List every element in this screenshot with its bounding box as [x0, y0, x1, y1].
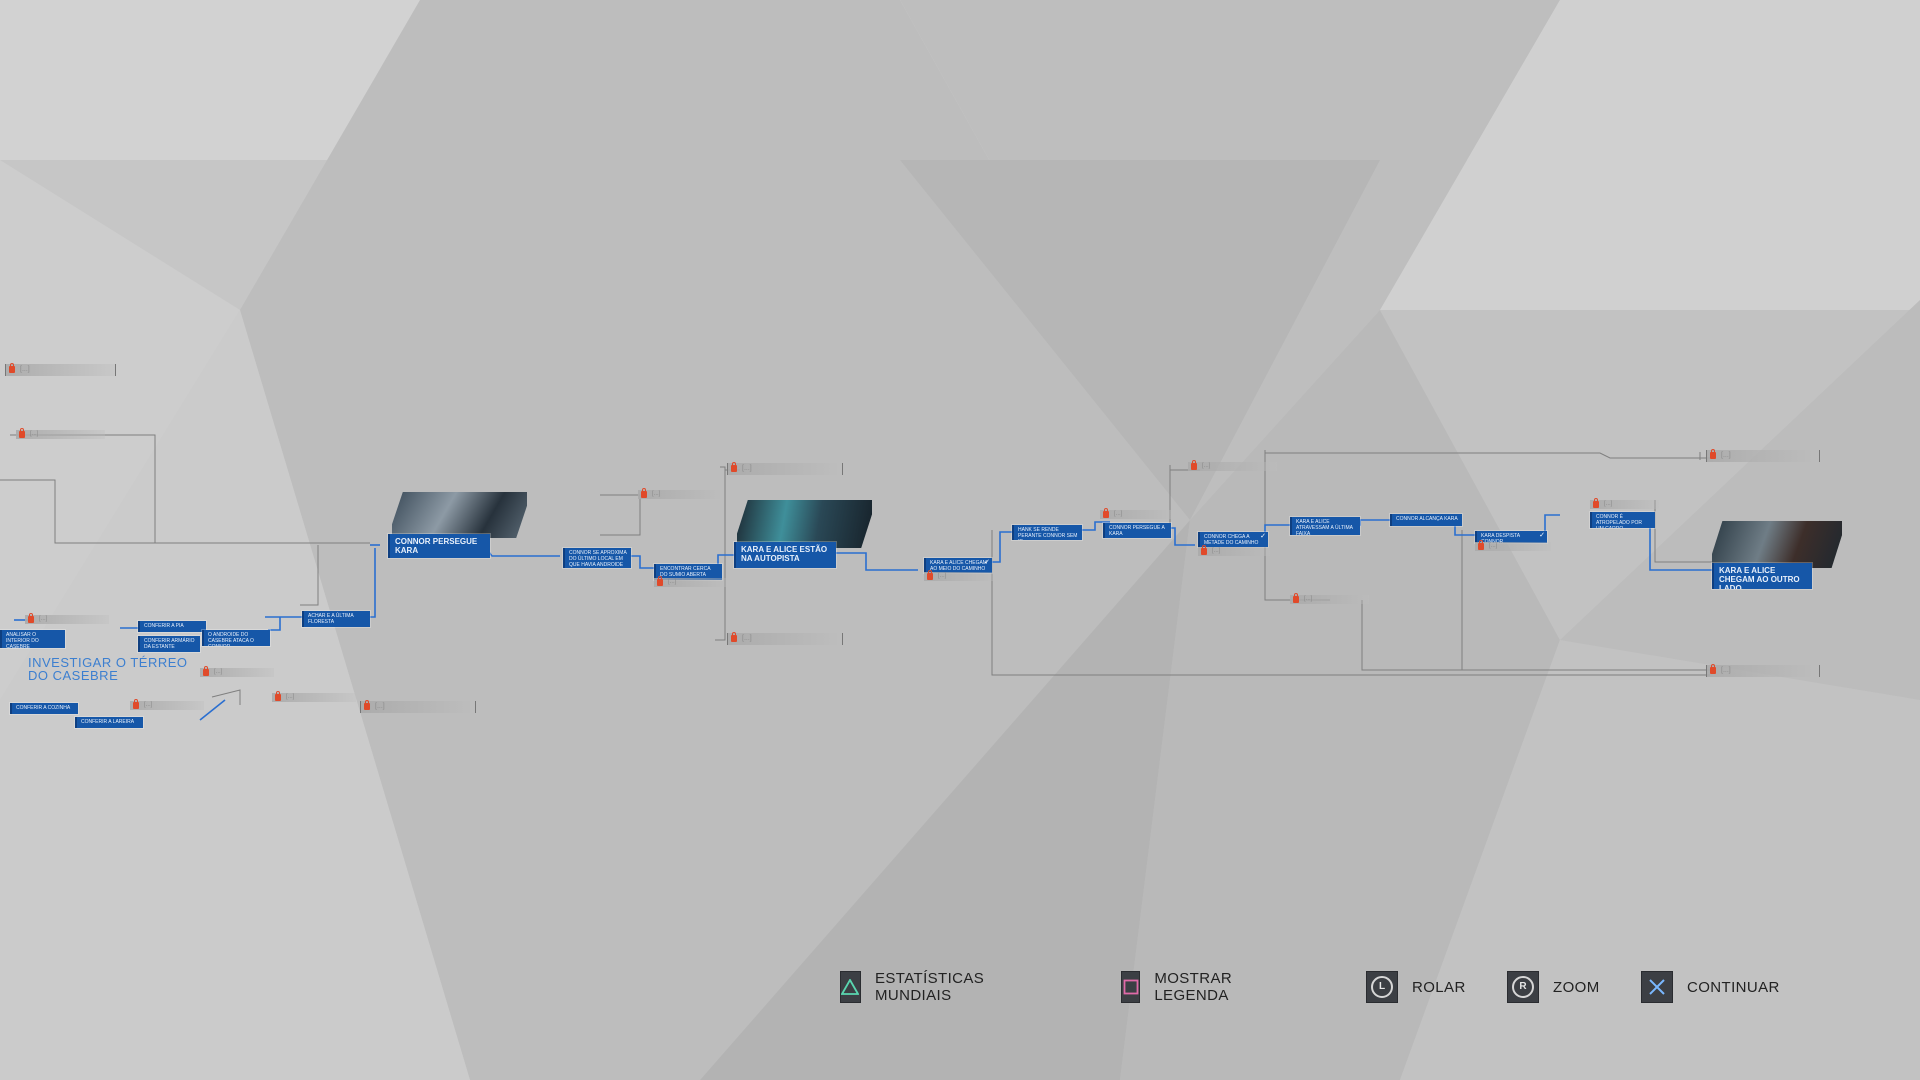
zoom-button[interactable]: R ZOOM	[1507, 970, 1600, 1004]
lock-icon	[1293, 593, 1299, 603]
locked-node[interactable]: [...]	[1706, 664, 1820, 677]
lock-icon	[19, 428, 25, 438]
continue-button[interactable]: CONTINUAR	[1641, 970, 1780, 1004]
lock-icon	[731, 462, 737, 472]
locked-node[interactable]: [...]	[654, 576, 728, 587]
flow-node[interactable]: CONFERIR ARMÁRIO DA ESTANTE	[138, 636, 200, 652]
locked-node[interactable]: [...]	[1100, 508, 1174, 519]
lock-icon	[731, 632, 737, 642]
lock-icon	[657, 576, 663, 586]
lock-icon	[28, 613, 34, 623]
checkmark-icon: ✓	[1539, 532, 1545, 539]
locked-node[interactable]: [...]	[5, 363, 116, 376]
lock-icon	[133, 699, 139, 709]
square-icon	[1121, 971, 1141, 1003]
chapter-thumbnail	[1712, 521, 1842, 568]
current-objective: INVESTIGAR O TÉRREO DO CASEBRE	[28, 655, 188, 683]
lock-icon	[275, 691, 281, 701]
chapter-thumbnail	[737, 500, 872, 548]
lock-icon	[927, 570, 933, 580]
flow-node[interactable]: CONNOR É ATROPELADO POR UM CARRO	[1590, 512, 1655, 528]
flow-node[interactable]: CONFERIR A PIA	[138, 621, 206, 632]
flow-node[interactable]: CONNOR ALCANÇA KARA	[1390, 514, 1462, 526]
chapter-node-other-side[interactable]: KARA E ALICE CHEGAM AO OUTRO LADO	[1712, 563, 1812, 589]
locked-node[interactable]: [...]	[25, 613, 109, 624]
locked-node[interactable]: [...]	[200, 666, 274, 677]
locked-node[interactable]: [...]	[272, 691, 356, 702]
flow-node[interactable]: KARA E ALICE ATRAVESSAM A ÚLTIMA FAIXA	[1290, 517, 1360, 535]
lock-icon	[1710, 664, 1716, 674]
left-stick-icon: L	[1366, 971, 1398, 1003]
flow-node[interactable]: CONFERIR A LAREIRA	[75, 717, 143, 728]
flow-node[interactable]: HANK SE RENDE PERANTE CONNOR SEM IR	[1012, 525, 1082, 540]
locked-node[interactable]: [...]	[1290, 593, 1369, 604]
checkmark-icon: ✓	[1260, 533, 1266, 540]
right-stick-icon: R	[1507, 971, 1539, 1003]
scroll-button[interactable]: L ROLAR	[1366, 970, 1466, 1004]
flow-node[interactable]: CONNOR CHEGA A METADE DO CAMINHO✓	[1198, 532, 1268, 547]
checkmark-icon: ✓	[984, 559, 990, 566]
lock-icon	[1478, 540, 1484, 550]
locked-node[interactable]: [...]	[1590, 498, 1659, 509]
flow-node[interactable]: CONNOR SE APROXIMA DO ÚLTIMO LOCAL EM QU…	[563, 548, 631, 568]
flow-node[interactable]: ACHAR E A ÚLTIMA FLORESTA	[302, 611, 370, 627]
locked-node[interactable]: [...]	[130, 699, 204, 710]
locked-node[interactable]: [...]	[1188, 460, 1277, 471]
locked-node[interactable]: [...]	[727, 462, 843, 475]
lock-icon	[1201, 545, 1207, 555]
locked-node[interactable]: [...]	[16, 428, 105, 439]
lock-icon	[1710, 449, 1716, 459]
flow-node[interactable]: O ANDROIDE DO CASEBRE ATACA O CONNOR	[202, 630, 270, 646]
locked-node[interactable]: [...]	[727, 632, 843, 645]
show-legend-button[interactable]: MOSTRAR LEGENDA	[1121, 970, 1245, 1004]
lock-icon	[1191, 460, 1197, 470]
locked-node[interactable]: [...]	[924, 570, 996, 581]
lock-icon	[9, 363, 15, 373]
locked-node[interactable]: [...]	[1198, 545, 1270, 556]
lock-icon	[1103, 508, 1109, 518]
locked-node[interactable]: [...]	[1475, 540, 1551, 551]
chapter-node-highway[interactable]: KARA E ALICE ESTÃO NA AUTOPISTA	[734, 542, 836, 568]
cross-icon	[1641, 971, 1673, 1003]
locked-node[interactable]: [...]	[638, 488, 724, 499]
locked-node[interactable]: [...]	[1706, 449, 1820, 462]
flow-node[interactable]: ANALISAR O INTERIOR DO CASEBRE	[0, 630, 65, 648]
locked-node[interactable]: [...]	[360, 700, 476, 713]
lock-icon	[641, 488, 647, 498]
lock-icon	[364, 700, 370, 710]
world-stats-button[interactable]: ESTATÍSTICAS MUNDIAIS	[840, 970, 995, 1004]
chapter-node-connor-chase[interactable]: CONNOR PERSEGUE KARA	[388, 534, 490, 558]
chapter-thumbnail	[392, 492, 527, 538]
flow-node[interactable]: KARA DESPISTA CONNOR✓	[1475, 531, 1547, 543]
lock-icon	[203, 666, 209, 676]
lock-icon	[1593, 498, 1599, 508]
flow-node[interactable]: KARA E ALICE CHEGAM AO MEIO DO CAMINHO✓	[924, 558, 992, 573]
flow-node[interactable]: ENCONTRAR CERCA DO SUMIO ABERTA	[654, 564, 722, 580]
flow-node[interactable]: CONFERIR A COZINHA	[10, 703, 78, 714]
triangle-icon	[840, 971, 861, 1003]
flow-node[interactable]: CONNOR PERSEGUE A KARA	[1103, 523, 1171, 538]
